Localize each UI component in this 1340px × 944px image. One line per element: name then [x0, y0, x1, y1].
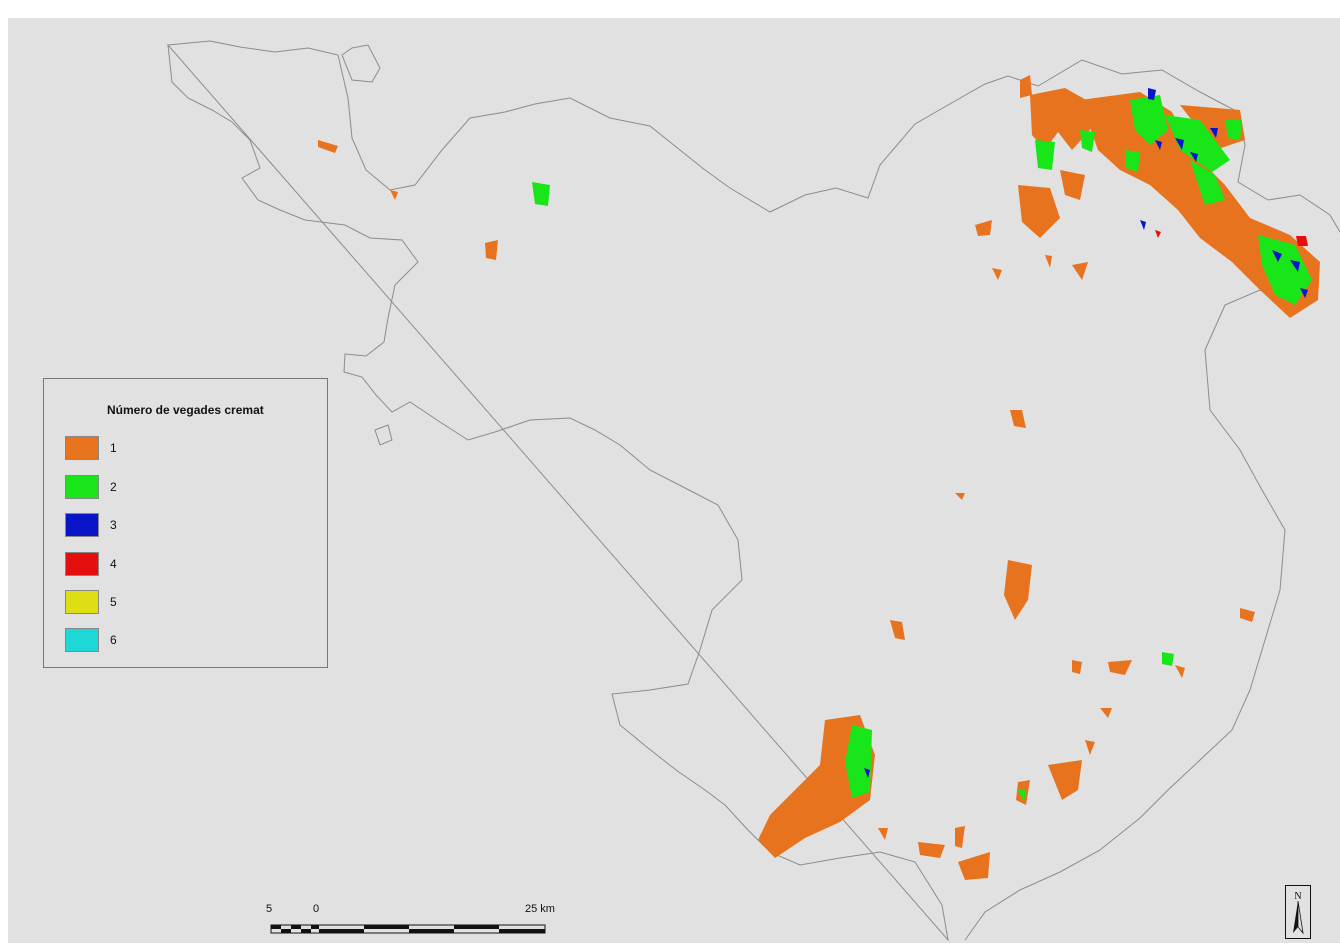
legend-item-6: 6 — [65, 628, 185, 654]
burned-areas-twice — [532, 95, 1312, 802]
legend-label-2: 2 — [110, 480, 117, 494]
region-boundary — [167, 40, 1340, 942]
legend-item-3: 3 — [65, 513, 185, 539]
legend-label-1: 1 — [110, 441, 117, 455]
map-legend: Número de vegades cremat 1 2 3 4 5 6 — [43, 378, 328, 668]
legend-swatch-5 — [65, 590, 99, 614]
scale-bar: 5 0 25 km — [263, 903, 563, 939]
north-arrow-icon: N — [1285, 885, 1311, 939]
legend-label-6: 6 — [110, 633, 117, 647]
legend-swatch-1 — [65, 436, 99, 460]
map-canvas — [167, 40, 1340, 942]
legend-swatch-6 — [65, 628, 99, 652]
legend-label-3: 3 — [110, 518, 117, 532]
north-label: N — [1294, 891, 1301, 902]
legend-label-5: 5 — [110, 595, 117, 609]
boundary-detail — [341, 44, 393, 446]
legend-swatch-4 — [65, 552, 99, 576]
burned-areas-three-times — [864, 88, 1308, 778]
scale-label-0: 0 — [313, 903, 320, 915]
legend-swatch-2 — [65, 475, 99, 499]
legend-item-5: 5 — [65, 590, 185, 616]
legend-item-4: 4 — [65, 552, 185, 578]
legend-label-4: 4 — [110, 557, 117, 571]
scale-label-25km: 25 km — [525, 903, 555, 915]
scale-label-5: 5 — [266, 903, 273, 915]
legend-swatch-3 — [65, 513, 99, 537]
legend-item-2: 2 — [65, 475, 185, 501]
legend-title: Número de vegades cremat — [107, 403, 264, 417]
burned-areas-four-times — [1155, 230, 1308, 246]
burned-areas-once — [318, 75, 1320, 880]
scale-bar-graphic — [270, 924, 546, 934]
legend-item-1: 1 — [65, 436, 185, 462]
